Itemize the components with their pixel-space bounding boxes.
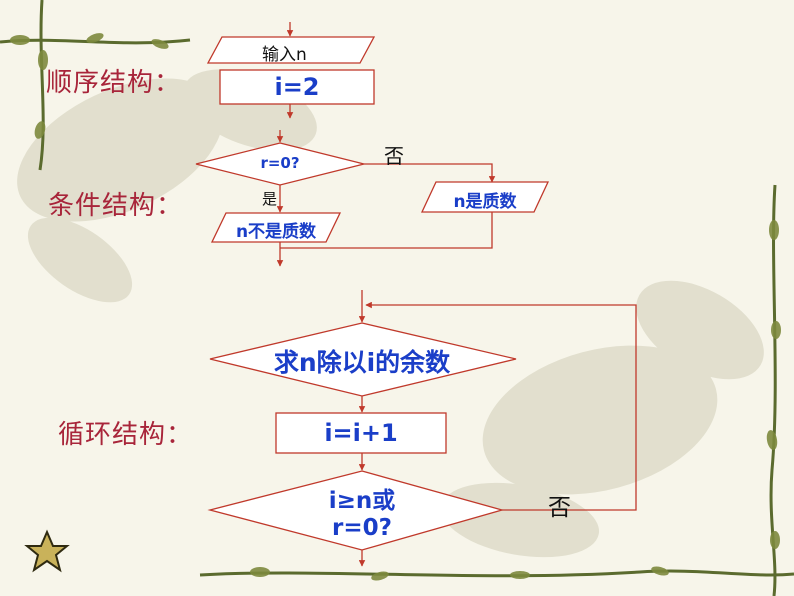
seq-input-text: 输入n: [262, 45, 307, 65]
cond-prime-text: n是质数: [453, 192, 517, 212]
loop-decision-line1: i≥n或: [328, 488, 396, 514]
loop-no-label: 否: [548, 495, 571, 521]
seq-input-parallelogram: [206, 36, 376, 64]
loop-increment-text: i=i+1: [324, 419, 398, 447]
cond-yes-label: 是: [262, 190, 278, 208]
cond-prime-parallelogram: [420, 181, 550, 213]
loop-remainder-text: 求n除以i的余数: [273, 348, 451, 377]
cond-no-branch-line: [364, 163, 496, 183]
seq-assign-box: [219, 69, 375, 105]
cond-not-prime-text: n不是质数: [235, 222, 317, 242]
section-label-sequence: 顺序结构：: [46, 68, 182, 98]
loop-no-back-edge: [365, 301, 637, 511]
cond-not-prime-parallelogram: [210, 212, 342, 243]
loop-decision-line2: r=0?: [332, 515, 392, 541]
section-label-loop: 循环结构：: [58, 420, 194, 450]
seq-assign-text: i=2: [274, 73, 320, 101]
loop-increment-box: [275, 412, 447, 454]
section-label-condition: 条件结构：: [48, 191, 184, 221]
cond-no-label: 否: [384, 144, 404, 168]
star-icon: [24, 529, 70, 573]
cond-decision-text: r=0?: [260, 154, 300, 172]
cond-prime-return-line: [280, 212, 493, 249]
